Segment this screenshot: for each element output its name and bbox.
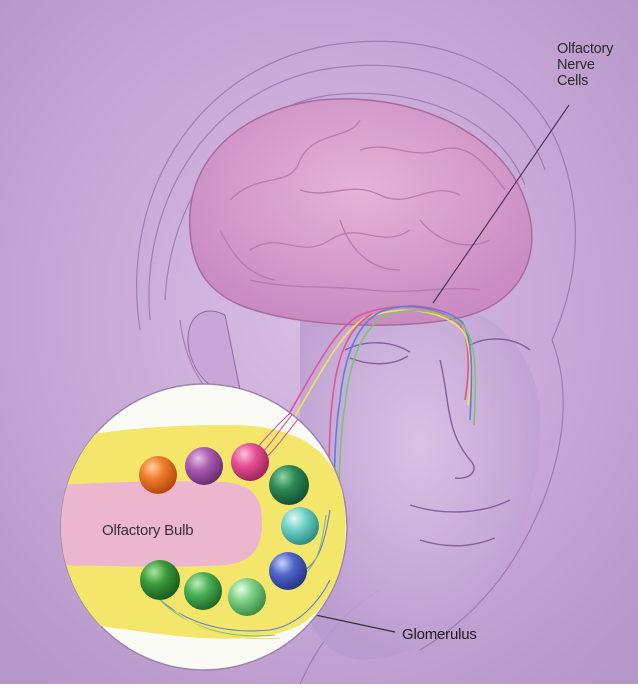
label-glomerulus: Glomerulus (402, 626, 477, 643)
label-olfactory-nerve-cells: Olfactory Nerve Cells (557, 41, 637, 89)
glomerulus-teal (281, 507, 319, 545)
glomerulus-blue (269, 552, 307, 590)
glomerulus-purple (185, 447, 223, 485)
glomerulus-light-green (228, 578, 266, 616)
glomerulus-orange (139, 456, 177, 494)
glomerulus-pink (231, 443, 269, 481)
label-nerve-line-2: Nerve (557, 57, 637, 73)
glomerulus-dark-green (269, 465, 309, 505)
label-olfactory-bulb: Olfactory Bulb (102, 522, 193, 539)
glomerulus-mid-green (184, 572, 222, 610)
label-nerve-line-3: Cells (557, 73, 637, 89)
label-nerve-line-1: Olfactory (557, 41, 637, 57)
glomerulus-green (140, 560, 180, 600)
